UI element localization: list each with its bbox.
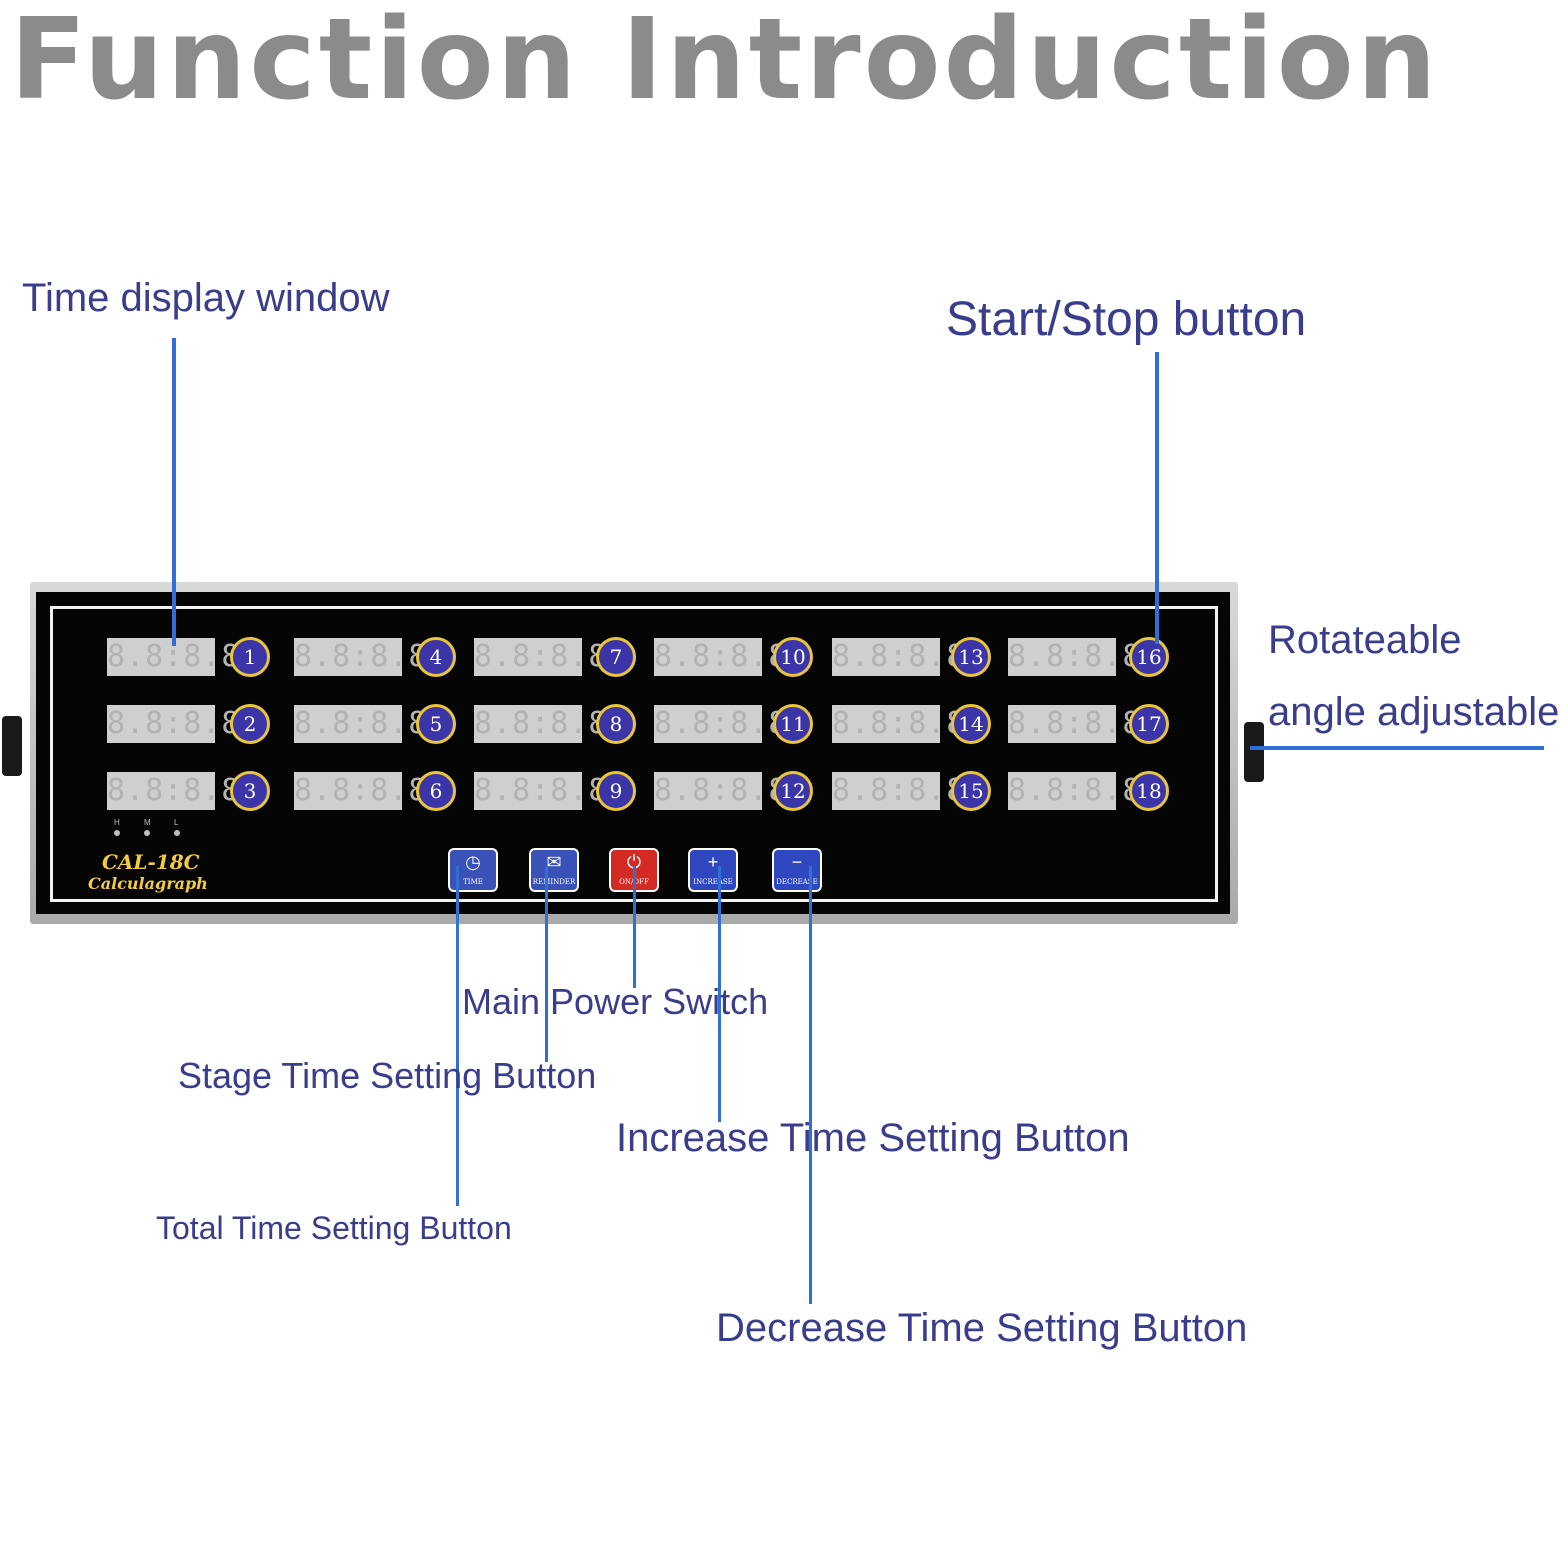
label-rotateable: Rotateable [1268,618,1462,662]
time-display-digits: 8.8:8.8 [832,773,966,808]
time-display-digits: 8.8:8.8 [1008,639,1142,674]
clock-icon: ◷ [465,852,481,872]
page-title: Function Introduction [10,0,1440,125]
time-display-digits: 8.8:8.8 [474,773,608,808]
start-stop-button-17[interactable]: 17 [1129,704,1169,744]
right-rotation-knob[interactable] [1244,722,1264,782]
time-display-window: 8.8:8.8 [832,638,966,676]
start-stop-button-4[interactable]: 4 [416,637,456,677]
time-display-window: 8.8:8.8 [107,638,241,676]
start-stop-button-5[interactable]: 5 [416,704,456,744]
power-icon: ⏻ [626,852,642,872]
time-display-window: 8.8:8.8 [474,705,608,743]
reminder-button[interactable]: ✉ REMINDER [529,848,579,892]
time-display-digits: 8.8:8.8 [294,773,428,808]
leader-line-start-stop [1155,352,1159,644]
time-display-digits: 8.8:8.8 [294,706,428,741]
time-display-window: 8.8:8.8 [1008,772,1142,810]
led-label-l: L [174,818,179,827]
start-stop-button-3[interactable]: 3 [230,771,270,811]
leader-line-increase [718,866,721,1122]
time-display-digits: 8.8:8.8 [107,706,241,741]
leader-line-decrease [809,866,812,1304]
start-stop-button-14[interactable]: 14 [951,704,991,744]
label-time-display-window: Time display window [22,276,390,320]
leader-line-rotateable [1250,746,1544,750]
button-caption: REMINDER [532,878,576,886]
time-display-digits: 8.8:8.8 [654,773,788,808]
time-display-window: 8.8:8.8 [294,638,428,676]
time-display-digits: 8.8:8.8 [107,639,241,674]
start-stop-button-11[interactable]: 11 [773,704,813,744]
led-label-m: M [144,818,151,827]
label-stage-time-setting-button: Stage Time Setting Button [178,1055,597,1096]
leader-line-main-power [633,866,636,988]
label-start-stop-button: Start/Stop button [946,293,1307,346]
time-display-digits: 8.8:8.8 [654,639,788,674]
plus-icon: + [707,852,719,872]
time-display-digits: 8.8:8.8 [832,706,966,741]
time-display-window: 8.8:8.8 [1008,638,1142,676]
minus-icon: − [791,852,803,872]
time-display-digits: 8.8:8.8 [832,639,966,674]
start-stop-button-1[interactable]: 1 [230,637,270,677]
start-stop-button-6[interactable]: 6 [416,771,456,811]
button-caption: INCREASE [693,878,733,886]
time-display-window: 8.8:8.8 [654,705,788,743]
label-main-power-switch: Main Power Switch [462,981,769,1022]
leader-line-total-time [456,866,459,1206]
start-stop-button-10[interactable]: 10 [773,637,813,677]
start-stop-button-18[interactable]: 18 [1129,771,1169,811]
brand-name: Calculagraph [88,874,208,893]
label-increase-time-setting-button: Increase Time Setting Button [616,1116,1130,1160]
start-stop-button-7[interactable]: 7 [596,637,636,677]
led-indicator-h [114,830,120,836]
start-stop-button-2[interactable]: 2 [230,704,270,744]
time-display-window: 8.8:8.8 [654,772,788,810]
start-stop-button-15[interactable]: 15 [951,771,991,811]
model-name: CAL-18C [102,850,200,874]
time-display-window: 8.8:8.8 [832,705,966,743]
time-display-window: 8.8:8.8 [1008,705,1142,743]
start-stop-button-13[interactable]: 13 [951,637,991,677]
reminder-icon: ✉ [546,852,562,872]
time-display-window: 8.8:8.8 [107,772,241,810]
start-stop-button-16[interactable]: 16 [1129,637,1169,677]
start-stop-button-12[interactable]: 12 [773,771,813,811]
start-stop-button-8[interactable]: 8 [596,704,636,744]
increase-button[interactable]: + INCREASE [688,848,738,892]
button-caption: TIME [463,878,483,886]
decrease-button[interactable]: − DECREASE [772,848,822,892]
start-stop-button-9[interactable]: 9 [596,771,636,811]
time-display-window: 8.8:8.8 [474,638,608,676]
led-indicator-m [144,830,150,836]
leader-line-time-display [172,338,176,646]
label-total-time-setting-button: Total Time Setting Button [156,1210,512,1246]
time-display-window: 8.8:8.8 [474,772,608,810]
time-display-digits: 8.8:8.8 [1008,706,1142,741]
led-indicator-l [174,830,180,836]
button-caption: DECREASE [776,878,818,886]
time-display-digits: 8.8:8.8 [474,706,608,741]
label-decrease-time-setting-button: Decrease Time Setting Button [716,1306,1248,1350]
time-display-window: 8.8:8.8 [107,705,241,743]
time-display-window: 8.8:8.8 [654,638,788,676]
time-display-window: 8.8:8.8 [294,705,428,743]
time-display-digits: 8.8:8.8 [1008,773,1142,808]
led-label-h: H [114,818,120,827]
time-display-digits: 8.8:8.8 [474,639,608,674]
left-rotation-knob[interactable] [2,716,22,776]
time-display-digits: 8.8:8.8 [654,706,788,741]
label-angle-adjustable: angle adjustable [1268,690,1560,734]
leader-line-stage-time [545,866,548,1062]
time-display-digits: 8.8:8.8 [107,773,241,808]
time-display-window: 8.8:8.8 [832,772,966,810]
time-display-digits: 8.8:8.8 [294,639,428,674]
time-display-window: 8.8:8.8 [294,772,428,810]
